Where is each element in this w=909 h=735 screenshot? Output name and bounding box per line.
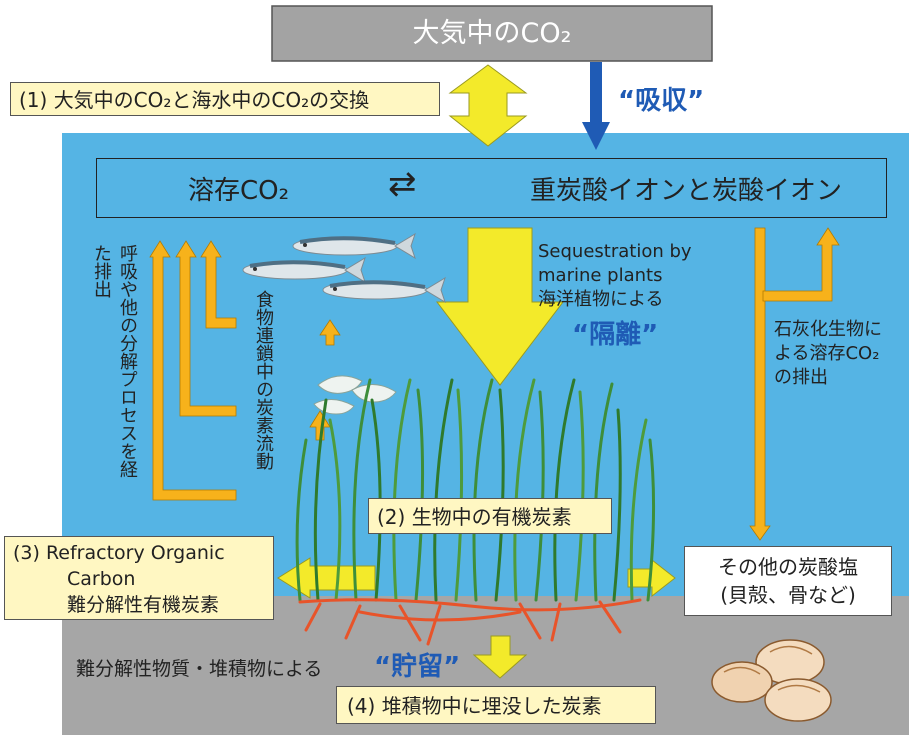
carbonate-label: その他の炭酸塩 (貝殻、骨など) <box>684 546 892 616</box>
foodchain-arrow-upper <box>319 319 341 346</box>
foodchain-label: 食物連鎖中の炭素流動 <box>253 290 274 470</box>
fish-2 <box>242 256 366 284</box>
shells <box>711 639 832 722</box>
refractory-label: (3) Refractory Organic Carbon 難分解性有機炭素 <box>4 536 274 620</box>
seagrass-roots <box>298 598 642 646</box>
respiration-label: 呼吸や他の分解プロセスを経た排出 <box>91 244 138 478</box>
calcifier-arrows <box>749 227 840 541</box>
absorb-arrow-head <box>582 122 610 150</box>
bicarbonate-label: 重炭酸イオンと炭酸イオン <box>530 176 843 206</box>
foodchain-arrow-lower <box>309 410 331 441</box>
respiration-arrows <box>149 240 237 501</box>
organic-carbon-label: (2) 生物中の有機炭素 <box>368 498 612 534</box>
dissolved-co2-label: 溶存CO₂ <box>188 176 290 206</box>
exchange-double-arrow <box>448 64 528 147</box>
seagrass <box>295 378 656 602</box>
buried-carbon-label: (4) 堆積物中に埋没した炭素 <box>336 686 656 724</box>
sequestration-emphasis: “隔離” <box>572 320 659 350</box>
calcifier-label: 石灰化生物による溶存CO₂の排出 <box>774 319 882 388</box>
sequestration-label: Sequestration by marine plants 海洋植物による <box>538 241 692 310</box>
refractory-arrow <box>277 557 376 599</box>
fish-3 <box>322 276 446 304</box>
equilibrium-box <box>96 158 887 218</box>
absorb-label: “吸収” <box>618 86 705 116</box>
burial-arrow <box>472 635 528 679</box>
sequestration-arrow <box>435 227 565 386</box>
absorb-arrow-shaft <box>590 62 602 124</box>
fish-group <box>242 232 446 304</box>
equilibrium-arrow-icon: ⇄ <box>388 164 417 204</box>
atmosphere-box <box>271 5 713 62</box>
atmosphere-label: 大気中のCO₂ <box>412 18 572 49</box>
exchange-label: (1) 大気中のCO₂と海水中のCO₂の交換 <box>10 82 440 116</box>
storage-emphasis: “貯留” <box>374 652 461 682</box>
fish-1 <box>292 232 416 260</box>
storage-label: 難分解性物質・堆積物による <box>76 658 323 680</box>
shrimp-2 <box>351 384 397 403</box>
